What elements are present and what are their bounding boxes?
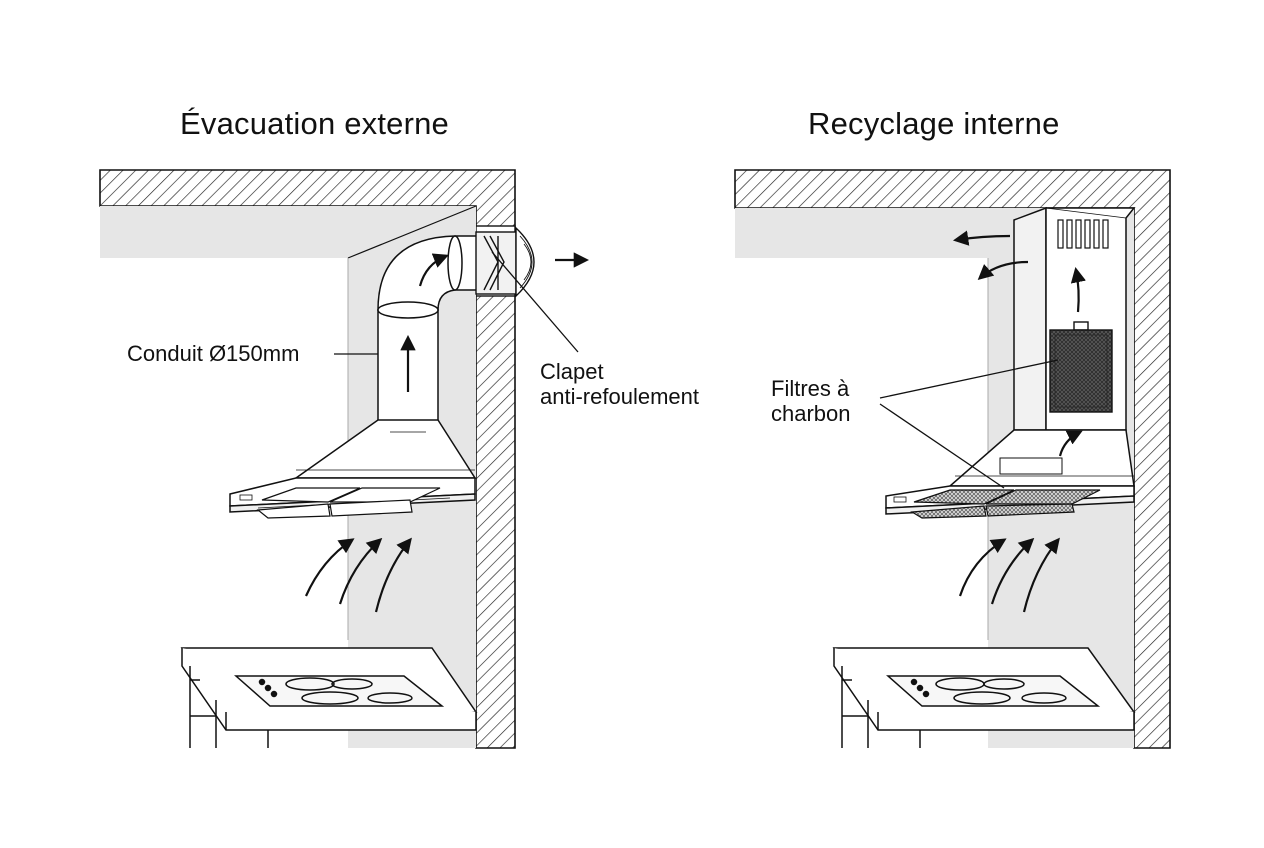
exhaust-duct: [377, 235, 479, 431]
hood-grilles-external: [256, 487, 441, 519]
airflow-arrows-external: [304, 252, 590, 613]
valve-label-line2: anti-refoulement: [540, 384, 699, 409]
filters-label-line1: Filtres à: [771, 376, 850, 401]
mesh-filters-internal: [910, 489, 1101, 519]
filters-label: Filtres à charbon: [771, 376, 851, 426]
airflow-arrows-internal: [952, 230, 1086, 613]
backdraft-valve: [475, 226, 535, 298]
filters-label-line2: charbon: [771, 401, 851, 426]
duct-label: Conduit Ø150mm: [127, 341, 300, 366]
valve-label: Clapet anti-refoulement: [540, 359, 699, 409]
charcoal-filter-cassette: [1049, 321, 1113, 413]
panel-internal-recirculation: [734, 169, 1171, 749]
panel-external-exhaust: [99, 169, 590, 749]
cooktop-left: [180, 647, 478, 748]
panel-title-internal: Recyclage interne: [808, 106, 1060, 141]
valve-label-line1: Clapet: [540, 359, 604, 384]
leader-lines-external: [334, 251, 579, 355]
top-vent-slots: [1057, 219, 1109, 249]
leader-lines-internal: [879, 359, 1059, 489]
panel-title-external: Évacuation externe: [180, 106, 449, 141]
cooktop-right: [832, 647, 1136, 748]
